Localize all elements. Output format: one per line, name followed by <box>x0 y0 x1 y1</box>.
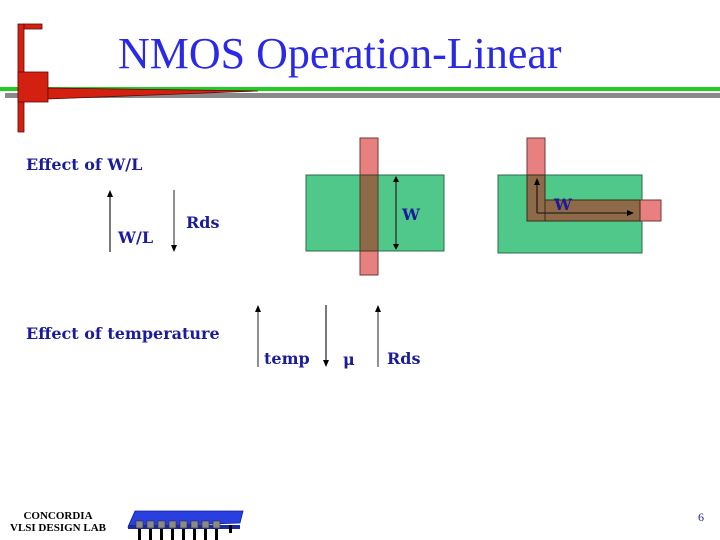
header-decoration <box>0 23 720 133</box>
bent-gate-transistor-diagram <box>497 137 662 254</box>
page-number: 6 <box>698 510 704 524</box>
wl-up-label: W/L <box>118 228 154 247</box>
wl-heading: Effect of W/L <box>26 155 143 174</box>
temp-label: temp <box>264 349 310 368</box>
mu-label: μ <box>343 350 355 369</box>
footer-line-2: VLSI DESIGN LAB <box>10 522 106 534</box>
footer-lab-name: CONCORDIA VLSI DESIGN LAB <box>0 510 116 534</box>
mu-down-arrow-icon <box>323 305 329 367</box>
slide-title: NMOS Operation-Linear <box>118 29 562 78</box>
wl-down-label: Rds <box>186 213 220 232</box>
rds-down-arrow-icon <box>171 190 177 252</box>
straight-gate-transistor-diagram <box>305 137 445 276</box>
wl-up-arrow-icon <box>107 190 113 252</box>
straight-gate-w-label: W <box>402 205 420 224</box>
temp-up-arrow-icon <box>255 305 261 367</box>
bent-gate-w-label: W <box>554 195 572 214</box>
footer-line-1: CONCORDIA <box>23 510 93 522</box>
chip-logo-icon <box>127 510 244 540</box>
temperature-heading: Effect of temperature <box>26 324 220 343</box>
rds-up-arrow-icon <box>375 305 381 367</box>
rds-label: Rds <box>387 349 421 368</box>
